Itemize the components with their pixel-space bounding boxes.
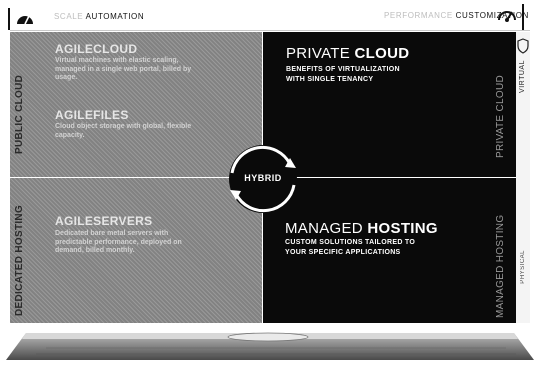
gauge-right-icon [497, 6, 517, 24]
private-cloud-desc-line: BENEFITS OF VIRTUALIZATION [286, 66, 400, 73]
managed-hosting-desc-line: CUSTOM SOLUTIONS TAILORED TO [285, 239, 416, 246]
customization-text: CUSTOMIZATION [455, 11, 529, 20]
product-desc-agilecloud: Virtual machines with elastic scaling, m… [55, 57, 192, 81]
right-axis-strip [516, 32, 530, 323]
side-label-private-cloud: PRIVATE CLOUD [495, 75, 506, 158]
axis-label-automation: SCALE AUTOMATION [54, 12, 144, 21]
managed-hosting-title: MANAGED HOSTING [285, 220, 438, 237]
managed-hosting-desc: CUSTOM SOLUTIONS TAILORED TO YOUR SPECIF… [285, 238, 415, 257]
private-cloud-desc-line: WITH SINGLE TENANCY [286, 75, 374, 83]
top-bar [0, 0, 540, 30]
product-desc-agileservers: Dedicated bare metal servers with predic… [55, 230, 182, 254]
left-axis-tick [8, 8, 10, 30]
hybrid-ring [224, 140, 302, 218]
axis-label-performance: PERFORMANCE [384, 11, 453, 20]
managed-hosting-title-bold: HOSTING [367, 220, 438, 237]
axis-label-customization: PERFORMANCE CUSTOMIZATION [384, 11, 529, 20]
side-label-public-cloud: PUBLIC CLOUD [14, 74, 25, 154]
quadrant-dedicated-hosting: DEDICATED HOSTING AGILESERVERS Dedicated… [10, 178, 262, 323]
managed-hosting-title-light: MANAGED [285, 220, 363, 237]
product-title-agilecloud: AGILECLOUD [55, 42, 138, 56]
private-cloud-title-light: PRIVATE [286, 45, 351, 62]
axis-label-scale: SCALE [54, 12, 84, 21]
managed-hosting-desc-line: YOUR SPECIFIC APPLICATIONS [285, 248, 401, 256]
product-title-agileservers: AGILESERVERS [55, 214, 153, 228]
shield-icon [517, 38, 529, 54]
product-title-agilefiles: AGILEFILES [55, 108, 129, 122]
gauge-left-icon [16, 11, 34, 25]
side-label-dedicated-hosting: DEDICATED HOSTING [14, 204, 25, 316]
axis-label-virtual: VIRTUAL [519, 60, 526, 93]
quadrant-private-cloud: PRIVATE CLOUD BENEFITS OF VIRTUALIZATION… [263, 32, 516, 177]
quadrant-public-cloud: PUBLIC CLOUD AGILECLOUD Virtual machines… [10, 32, 262, 177]
private-cloud-title: PRIVATE CLOUD [286, 45, 409, 62]
hybrid-label: HYBRID [244, 173, 282, 183]
top-divider [10, 30, 530, 31]
side-label-managed-hosting: MANAGED HOSTING [495, 214, 506, 318]
automation-text: AUTOMATION [85, 12, 145, 21]
axis-label-physical: PHYSICAL [520, 250, 526, 284]
product-desc-agilefiles: Cloud object storage with global, flexib… [55, 123, 192, 139]
right-axis-tick [522, 4, 524, 30]
base-platform-image [6, 330, 534, 362]
quadrant-managed-hosting: MANAGED HOSTING CUSTOM SOLUTIONS TAILORE… [263, 178, 516, 323]
private-cloud-title-bold: CLOUD [354, 45, 410, 62]
private-cloud-desc: BENEFITS OF VIRTUALIZATION WITH SINGLE T… [286, 65, 400, 84]
